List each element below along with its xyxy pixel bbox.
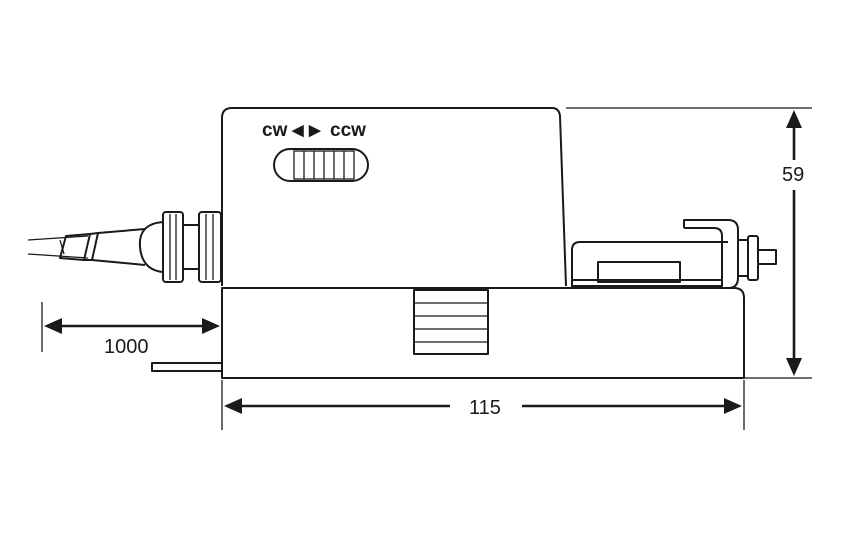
height-dimension [566, 107, 812, 379]
height-label: 59 [782, 164, 804, 186]
cable [27, 228, 146, 266]
width-label: 115 [469, 397, 501, 419]
shaft-clamp [571, 219, 777, 289]
cable-length-label: 1000 [104, 336, 149, 358]
upper-housing [221, 107, 567, 287]
cable-length-dimension [41, 292, 223, 352]
cable-gland [138, 211, 222, 283]
switch-arrow-right: ▶ [308, 122, 322, 139]
switch-arrow-left: ◀ [291, 122, 304, 139]
mounting-tab [151, 362, 223, 372]
width-dimension [221, 380, 745, 430]
lower-base [221, 287, 745, 379]
direction-switch[interactable] [273, 148, 369, 182]
switch-label-cw: cw [262, 120, 288, 141]
switch-label-ccw: ccw [330, 120, 366, 141]
